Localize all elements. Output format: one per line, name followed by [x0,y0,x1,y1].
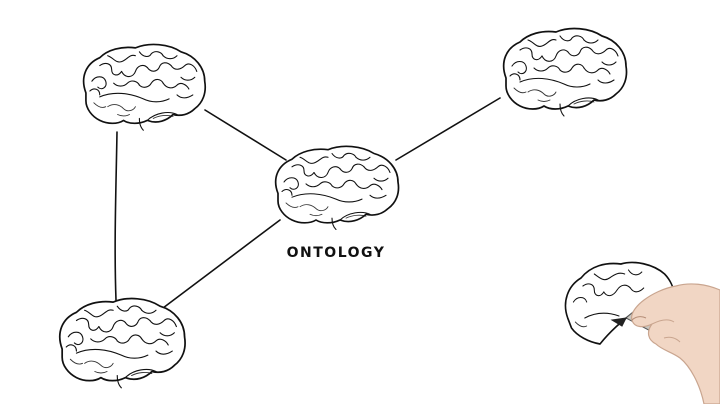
edge-top-left-to-center [204,109,287,161]
edge-top-left-to-bottom-left [114,131,118,301]
connection-lines [114,97,501,309]
edge-center-to-top-right [395,97,501,161]
hand [631,283,720,404]
edge-bottom-left-to-center [162,219,281,309]
brain-sketch-in-progress [564,261,675,345]
brain-icon [58,297,186,389]
hand-with-pen-icon [610,283,720,404]
center-node-label: ONTOLOGY [287,245,386,261]
brain-icon [82,43,207,132]
brain-icon [502,27,628,117]
brain-icon [274,145,400,231]
